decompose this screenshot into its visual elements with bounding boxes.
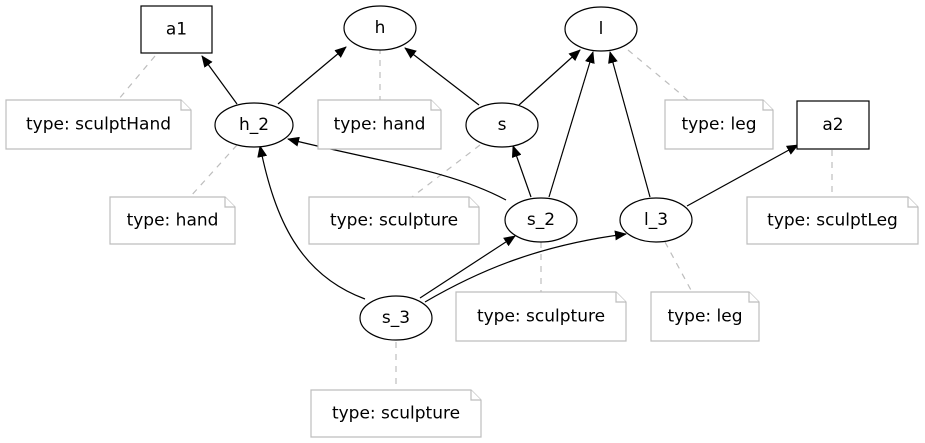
node-label: h bbox=[375, 18, 386, 38]
edge-l_3-l bbox=[608, 51, 651, 198]
node-a2: a2 bbox=[796, 100, 870, 150]
note-shape bbox=[310, 389, 482, 438]
note-fold bbox=[430, 100, 441, 111]
ellipse-shape bbox=[343, 5, 417, 51]
node-label: l_3 bbox=[644, 210, 668, 230]
note-fold bbox=[180, 100, 191, 111]
node-a1: a1 bbox=[140, 5, 213, 54]
box-shape bbox=[796, 100, 870, 150]
note-connector bbox=[189, 144, 238, 198]
edge-s_3-h_2 bbox=[257, 145, 366, 300]
note-s_2: type: sculpture bbox=[455, 291, 627, 342]
edge-s-h bbox=[404, 47, 480, 106]
node-l: l bbox=[564, 6, 638, 52]
node-label: a1 bbox=[166, 20, 187, 40]
note-connector bbox=[664, 241, 693, 293]
note-h: type: hand bbox=[317, 99, 442, 150]
note-s_3: type: sculpture bbox=[310, 389, 482, 438]
ellipse-shape bbox=[619, 197, 693, 243]
note-fold bbox=[470, 390, 481, 401]
note-text: type: sculptLeg bbox=[767, 211, 898, 231]
node-label: a2 bbox=[822, 115, 843, 135]
note-fold bbox=[748, 292, 759, 303]
note-text: type: hand bbox=[334, 115, 426, 135]
note-fold bbox=[762, 100, 773, 111]
node-h: h bbox=[343, 5, 417, 51]
edge-h_2-h bbox=[277, 46, 347, 105]
ellipse-shape bbox=[564, 6, 638, 52]
ellipse-shape bbox=[214, 102, 294, 148]
note-shape bbox=[5, 99, 192, 150]
node-s_2: s_2 bbox=[504, 197, 578, 243]
edge-s_2-s bbox=[511, 145, 532, 198]
note-shape bbox=[664, 99, 774, 150]
ellipse-shape bbox=[359, 295, 433, 341]
ellipse-shape bbox=[504, 197, 578, 243]
note-connector bbox=[627, 49, 689, 101]
edge-s-l bbox=[518, 49, 581, 106]
note-text: type: hand bbox=[127, 211, 219, 231]
ellipse-shape bbox=[465, 102, 539, 148]
edges bbox=[201, 46, 799, 303]
edge-h_2-a1 bbox=[201, 55, 238, 105]
note-a1: type: sculptHand bbox=[5, 99, 192, 150]
note-s: type: sculpture bbox=[308, 196, 480, 245]
note-fold bbox=[615, 292, 626, 303]
edge-s_3-s_2 bbox=[419, 235, 516, 299]
node-label: s_3 bbox=[382, 308, 410, 328]
note-shape bbox=[109, 196, 236, 245]
note-shape bbox=[308, 196, 480, 245]
node-label: l bbox=[599, 19, 604, 39]
note-fold bbox=[224, 197, 235, 208]
node-h_2: h_2 bbox=[214, 102, 294, 148]
edge-s_2-l bbox=[548, 51, 595, 198]
note-connector bbox=[117, 55, 156, 101]
note-text: type: leg bbox=[681, 115, 756, 135]
node-s_3: s_3 bbox=[359, 295, 433, 341]
note-fold bbox=[907, 197, 918, 208]
note-text: type: sculpture bbox=[330, 211, 458, 231]
node-s: s bbox=[465, 102, 539, 148]
note-connectors bbox=[117, 48, 833, 390]
node-label: s bbox=[498, 115, 507, 135]
node-label: h_2 bbox=[239, 115, 269, 135]
node-l_3: l_3 bbox=[619, 197, 693, 243]
note-text: type: sculptHand bbox=[26, 115, 171, 135]
note-text: type: sculpture bbox=[332, 404, 460, 424]
node-label: s_2 bbox=[527, 210, 555, 230]
note-connector bbox=[411, 144, 481, 198]
note-shape bbox=[650, 291, 760, 342]
note-a2: type: sculptLeg bbox=[746, 196, 919, 245]
note-shape bbox=[746, 196, 919, 245]
edge-l_3-a2 bbox=[686, 144, 799, 207]
box-shape bbox=[140, 5, 213, 54]
note-l: type: leg bbox=[664, 99, 774, 150]
note-shape bbox=[455, 291, 627, 342]
edge-s_3-l_3 bbox=[424, 230, 627, 303]
note-h_2: type: hand bbox=[109, 196, 236, 245]
note-l_3: type: leg bbox=[650, 291, 760, 342]
note-fold bbox=[468, 197, 479, 208]
note-shape bbox=[317, 99, 442, 150]
note-text: type: sculpture bbox=[477, 307, 605, 327]
note-text: type: leg bbox=[667, 307, 742, 327]
